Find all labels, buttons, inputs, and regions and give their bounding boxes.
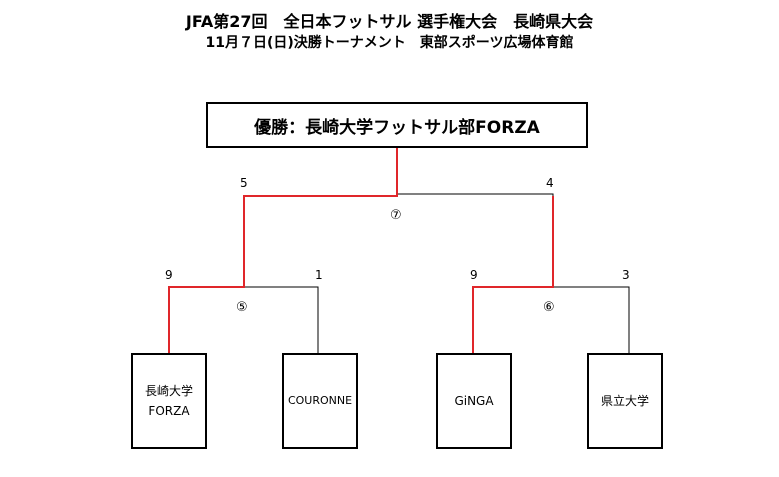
team-box-ginga: GiNGA [436,353,512,449]
score-final-right: 4 [546,176,554,190]
bracket-line-forza [168,148,398,353]
champion-box: 優勝：長崎大学フットサル部FORZA [206,102,588,148]
score-semi2-left: 9 [470,268,478,282]
team-name: 長崎大学 [144,384,193,398]
team-box-nagasaki-forza: 長崎大学 FORZA [131,353,207,449]
team-name-sub: FORZA [148,404,190,418]
tournament-title: JFA第27回 全日本フットサル 選手権大会 長崎県大会 [185,12,594,31]
match-number-semi2: ⑥ [543,300,555,315]
tournament-subtitle: 11月７日(日)決勝トーナメント 東部スポーツ広場体育館 [205,35,574,51]
team-name: 県立大学 [600,394,649,408]
bracket-line-couronne [244,286,319,353]
team-name: COURONNE [287,394,353,407]
champion-label: 優勝：長崎大学フットサル部FORZA [254,117,540,138]
score-semi2-right: 3 [622,268,630,282]
match-number-semi1: ⑤ [236,300,248,315]
score-semi1-right: 1 [315,268,323,282]
bracket-line-ginga [472,196,554,353]
bracket-line-kenritsu [553,286,630,353]
team-box-kenritsu: 県立大学 [587,353,663,449]
team-box-couronne: COURONNE [282,353,358,449]
team-name: GiNGA [454,394,494,408]
score-semi1-left: 9 [165,268,173,282]
match-number-final: ⑦ [390,208,402,223]
score-final-left: 5 [240,176,248,190]
